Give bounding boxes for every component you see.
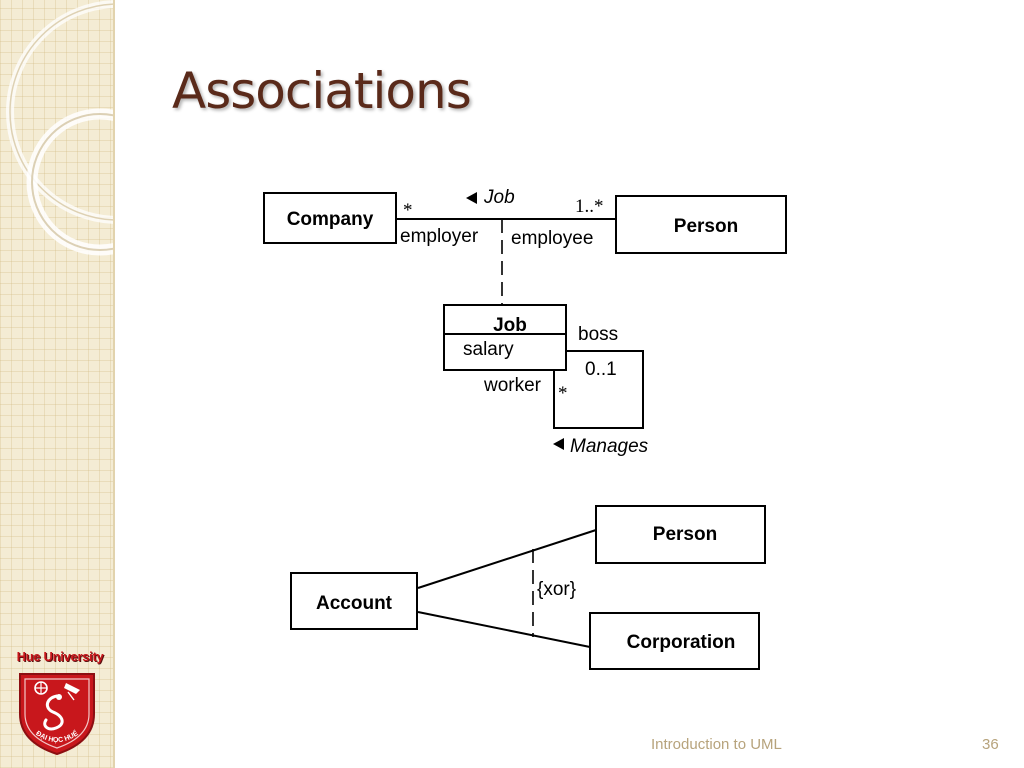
- worker-role: worker: [483, 375, 542, 396]
- sidebar: Hue University ĐẠI HỌC HUẾ: [0, 0, 115, 768]
- worker-multiplicity: *: [558, 383, 568, 404]
- company-person-association: [396, 218, 616, 305]
- xor-constraint: {xor}: [537, 579, 576, 600]
- employee-role: employee: [511, 228, 593, 249]
- slide-title: Associations: [172, 62, 472, 120]
- job-class-name: Job: [493, 315, 527, 336]
- person-multiplicity: 1..*: [575, 196, 604, 217]
- footer-text: Introduction to UML: [651, 736, 782, 753]
- manages-direction-icon: [553, 438, 564, 450]
- class-person-1-name: Person: [674, 216, 738, 237]
- class-corporation-name: Corporation: [627, 632, 736, 653]
- class-company: Company: [263, 192, 397, 244]
- association-class-job: Job salary: [443, 304, 567, 371]
- manages-self-association: [553, 350, 644, 429]
- assoc-name-manages: Manages: [570, 436, 649, 457]
- class-account-name: Account: [316, 593, 393, 614]
- class-corporation: Corporation: [589, 612, 760, 670]
- boss-role: boss: [578, 324, 618, 345]
- assoc-direction-icon: [466, 192, 477, 204]
- class-person-2: Person: [595, 505, 766, 564]
- boss-multiplicity: 0..1: [585, 359, 617, 380]
- decorative-rings: [6, 0, 113, 256]
- class-person-1: Person: [615, 195, 787, 254]
- company-multiplicity: *: [403, 200, 413, 221]
- class-company-name: Company: [287, 209, 374, 230]
- job-attribute-salary: salary: [463, 339, 514, 360]
- class-account: Account: [290, 572, 418, 630]
- xor-associations: [417, 529, 597, 648]
- class-person-2-name: Person: [653, 524, 717, 545]
- assoc-name-job: Job: [483, 187, 515, 208]
- university-name: Hue University: [16, 649, 104, 664]
- dragon-crest-icon: ĐẠI HỌC HUẾ: [19, 673, 95, 756]
- page-number: 36: [982, 736, 999, 753]
- employer-role: employer: [400, 226, 479, 247]
